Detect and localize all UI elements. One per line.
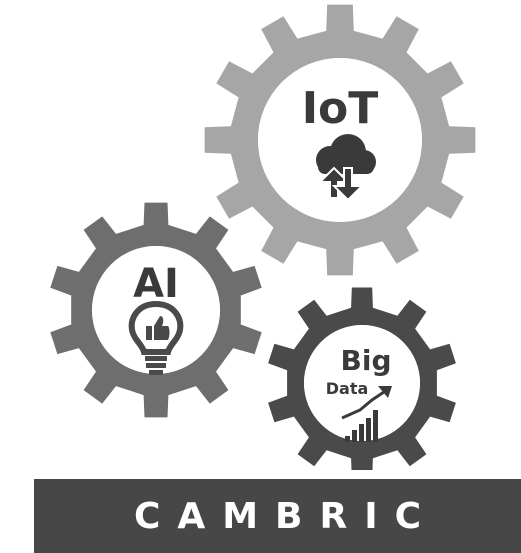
brand-banner: CAMBRIC (34, 479, 521, 553)
lightbulb-thumbs-up-icon (128, 300, 184, 375)
bigdata-label-data: Data (326, 379, 369, 398)
iot-label: IoT (302, 83, 379, 134)
growth-chart-icon (341, 386, 392, 442)
cloud-sync-icon (316, 134, 376, 202)
ai-label: AI (133, 261, 179, 307)
ai-gear: AI (50, 202, 262, 418)
gears-illustration: IoT AI Big Data (50, 4, 476, 470)
bigdata-gear: Big Data (268, 287, 456, 470)
iot-gear: IoT (204, 4, 476, 276)
bigdata-label-big: Big (341, 344, 392, 377)
brand-name: CAMBRIC (133, 495, 439, 537)
